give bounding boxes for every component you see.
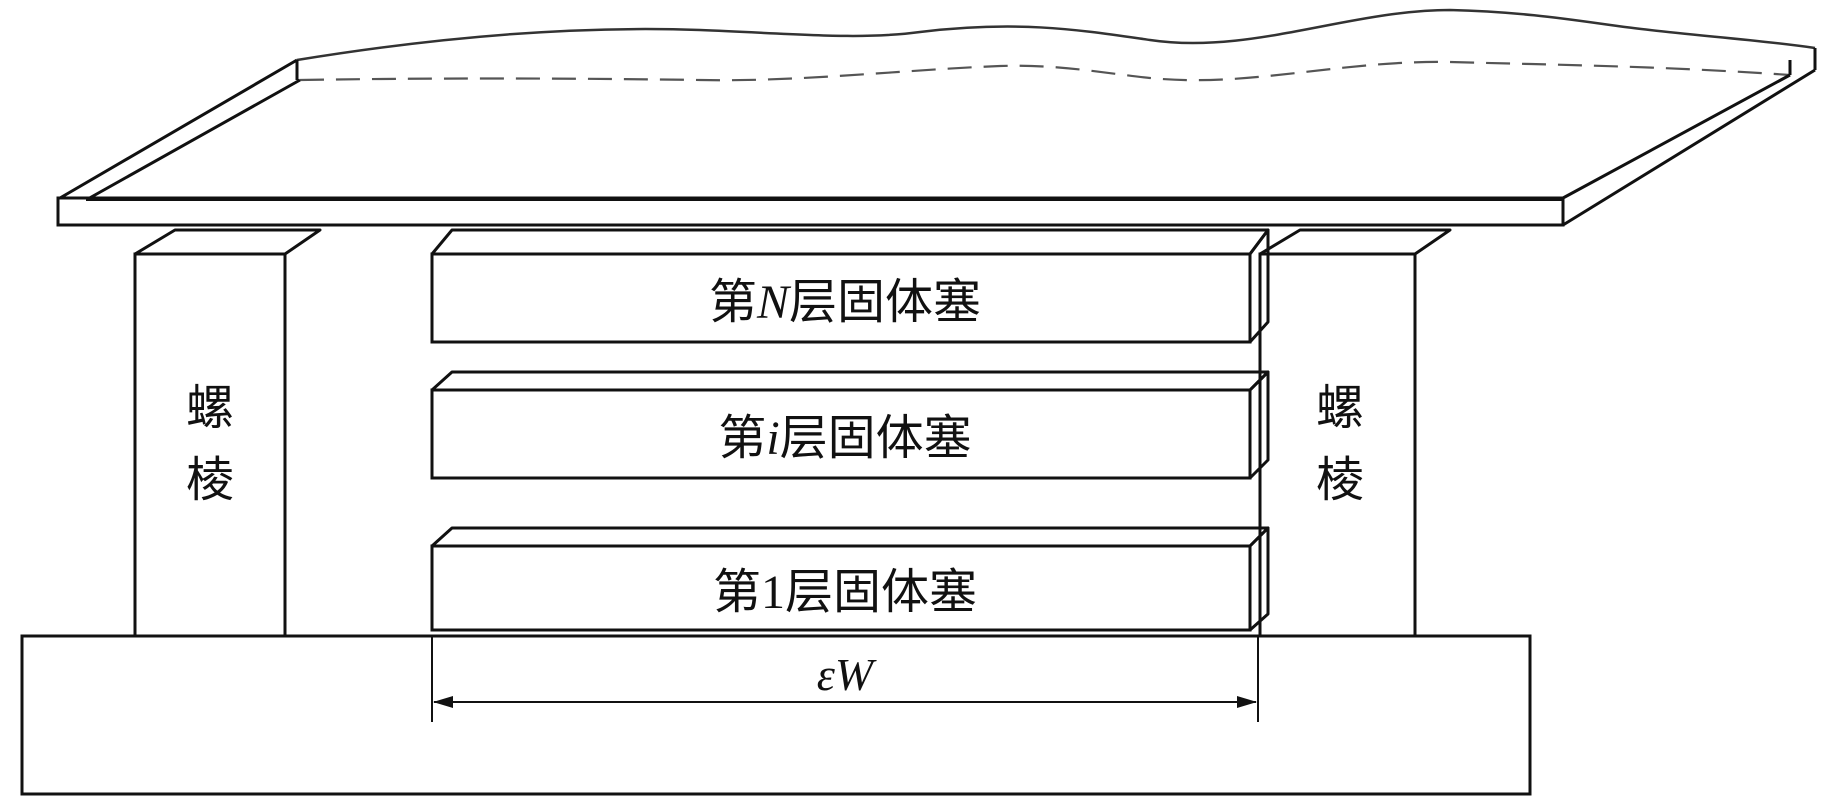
width-dimension: εW bbox=[431, 636, 1259, 722]
plug-layer-1: 第1层固体塞 bbox=[430, 526, 1270, 632]
left-flight-label-1: 螺 bbox=[186, 380, 234, 436]
left-flight-label-2: 棱 bbox=[186, 452, 234, 508]
dimension-label: εW bbox=[817, 649, 877, 700]
right-flight: 螺 棱 bbox=[1258, 228, 1452, 638]
root-base bbox=[20, 634, 1532, 796]
plug-label-n: 第N层固体塞 bbox=[709, 274, 981, 330]
left-flight: 螺 棱 bbox=[133, 228, 322, 638]
right-flight-label-1: 螺 bbox=[1316, 380, 1364, 436]
barrel-plate bbox=[56, 8, 1817, 227]
plug-layer-i: 第i层固体塞 bbox=[430, 370, 1270, 480]
plug-label-i: 第i层固体塞 bbox=[718, 410, 971, 466]
right-flight-label-2: 棱 bbox=[1316, 452, 1364, 508]
plug-label-1: 第1层固体塞 bbox=[713, 564, 977, 620]
plug-layer-n: 第N层固体塞 bbox=[430, 228, 1270, 344]
